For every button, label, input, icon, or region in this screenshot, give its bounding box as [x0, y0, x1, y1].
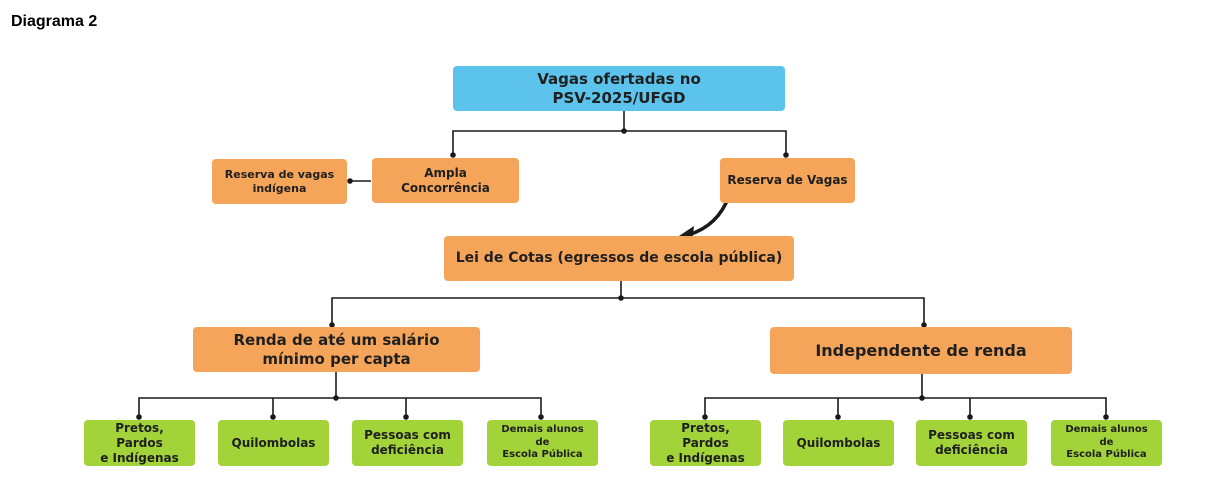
page-title: Diagrama 2 — [11, 13, 98, 30]
root-node: Vagas ofertadas no PSV-2025/UFGD — [453, 66, 785, 111]
connector-independente-branch — [704, 397, 1107, 419]
group-pretos-pardos-indigenas: Pretos, Pardos e Indígenas — [84, 420, 195, 466]
junction-dot — [618, 295, 624, 301]
junction-dot — [270, 414, 276, 420]
group-pessoas-deficiencia: Pessoas com deficiência — [916, 420, 1027, 466]
junction-dot — [347, 178, 353, 184]
group-quilombolas: Quilombolas — [218, 420, 329, 466]
junction-dot — [621, 128, 627, 134]
group-demais-alunos: Demais alunos de Escola Pública — [1051, 420, 1162, 466]
group-pretos-pardos-indigenas: Pretos, Pardos e Indígenas — [650, 420, 761, 466]
connector-root-branch — [452, 130, 787, 157]
renda-node: Renda de até um salário mínimo per capta — [193, 327, 480, 372]
group-demais-alunos: Demais alunos de Escola Pública — [487, 420, 598, 466]
reserva-indigena-node: Reserva de vagas indígena — [212, 159, 347, 204]
junction-dot — [702, 414, 708, 420]
connector-lei-branch — [331, 297, 925, 327]
junction-dot — [783, 152, 789, 158]
junction-dot — [329, 322, 335, 328]
group-pessoas-deficiencia: Pessoas com deficiência — [352, 420, 463, 466]
junction-dot — [538, 414, 544, 420]
lei-cotas-node: Lei de Cotas (egressos de escola pública… — [444, 236, 794, 281]
junction-dot — [1103, 414, 1109, 420]
junction-dot — [967, 414, 973, 420]
group-quilombolas: Quilombolas — [783, 420, 894, 466]
junction-dot — [921, 322, 927, 328]
junction-dot — [136, 414, 142, 420]
ampla-concorrencia-node: Ampla Concorrência — [372, 158, 519, 203]
junction-dot — [403, 414, 409, 420]
junction-dot — [919, 395, 925, 401]
reserva-vagas-node: Reserva de Vagas — [720, 158, 855, 203]
independente-renda-node: Independente de renda — [770, 327, 1072, 374]
junction-dot — [835, 414, 841, 420]
junction-dot — [333, 395, 339, 401]
junction-dot — [450, 152, 456, 158]
connector-renda-branch — [138, 397, 542, 419]
